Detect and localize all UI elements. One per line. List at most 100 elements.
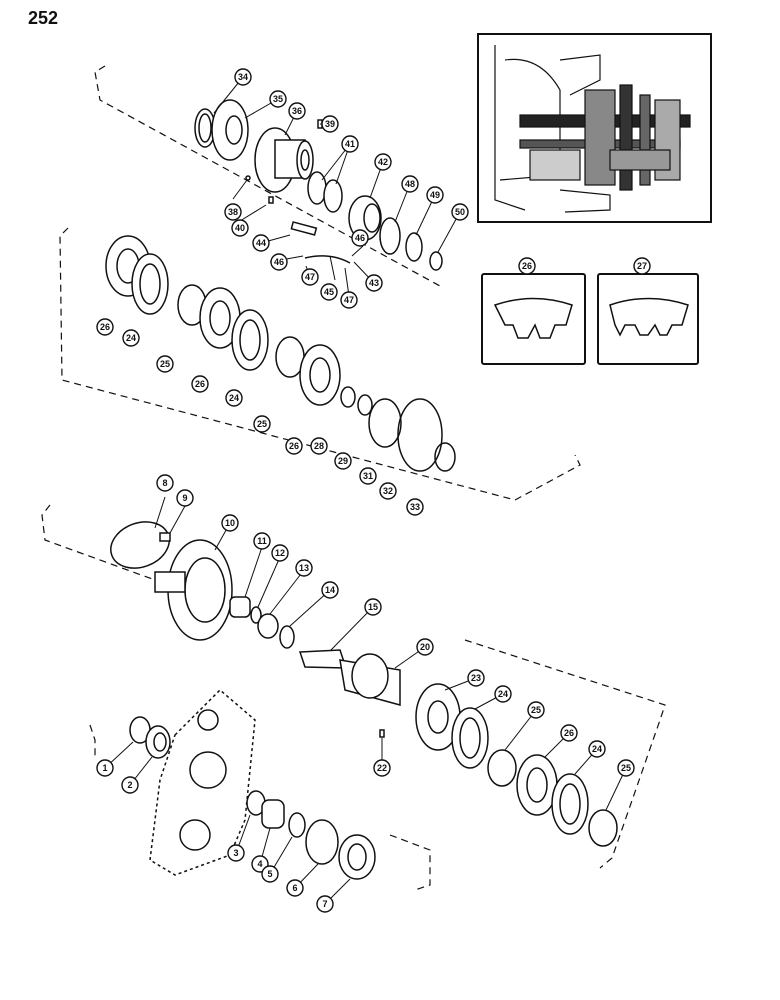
callout-43: 43 [365,274,383,292]
svg-text:29: 29 [338,456,348,466]
spring-25d [588,809,618,847]
ring-29 [357,394,373,416]
part-35-plate [211,99,249,161]
svg-text:12: 12 [275,548,285,558]
callout-46b: 46 [351,229,369,247]
callout-47b: 47 [340,291,358,309]
callout-14: 14 [321,581,339,599]
svg-text:28: 28 [314,441,324,451]
shaft-15 [298,649,348,669]
callout-41: 41 [341,135,359,153]
callout-10: 10 [221,514,239,532]
page-number: 252 [28,8,59,28]
callout-46a: 46 [270,253,288,271]
callout-5: 5 [261,865,279,883]
disc-26d [516,754,558,816]
callout-6: 6 [286,879,304,897]
callout-35: 35 [269,90,287,108]
part-45-tube [304,255,351,264]
callout-25c: 25 [527,701,545,719]
callout-38: 38 [224,203,242,221]
clutch-disc-26c [299,344,341,406]
callout-44: 44 [252,234,270,252]
callout-40: 40 [231,219,249,237]
svg-text:43: 43 [369,278,379,288]
svg-text:38: 38 [228,207,238,217]
svg-text:14: 14 [325,585,335,595]
svg-text:8: 8 [162,478,167,488]
part-40-key [268,196,274,204]
svg-text:32: 32 [383,486,393,496]
callout-26d: 26 [560,724,578,742]
callout-32: 32 [379,482,397,500]
drum-10 [154,539,233,641]
svg-text:5: 5 [267,869,272,879]
svg-text:24: 24 [229,393,239,403]
svg-text:46: 46 [355,233,365,243]
svg-text:26: 26 [564,728,574,738]
callout-39: 39 [321,115,339,133]
svg-text:47: 47 [344,295,354,305]
plate-24c [451,707,489,769]
plate-24d [551,773,589,835]
callout-26c: 26 [285,437,303,455]
callout-8: 8 [156,474,174,492]
svg-text:25: 25 [531,705,541,715]
callout-26a: 26 [96,318,114,336]
svg-text:25: 25 [160,359,170,369]
svg-text:40: 40 [235,223,245,233]
callout-25b: 25 [253,415,271,433]
svg-text:1: 1 [102,763,107,773]
bearing-2 [145,725,171,759]
callout-24d: 24 [588,740,606,758]
callout-28: 28 [310,437,328,455]
bearing-7 [338,834,376,880]
svg-text:47: 47 [305,272,315,282]
svg-text:46: 46 [274,257,284,267]
gear-shaft-20 [339,653,401,706]
bearing-13 [257,613,279,639]
spring-31 [368,398,402,448]
callout-24b: 24 [225,389,243,407]
svg-text:2: 2 [127,780,132,790]
inset-label-27: 27 [633,257,651,275]
key-22 [379,729,385,738]
callout-42: 42 [374,153,392,171]
svg-text:48: 48 [405,179,415,189]
callout-20: 20 [416,638,434,656]
gear-6 [305,819,339,865]
svg-text:41: 41 [345,139,355,149]
callout-25d: 25 [617,759,635,777]
callout-25a: 25 [156,355,174,373]
ring-12 [250,606,262,624]
callout-2: 2 [121,776,139,794]
callout-33: 33 [406,498,424,516]
clutch-disc-26b [199,287,241,349]
svg-text:25: 25 [621,763,631,773]
callout-36: 36 [288,102,306,120]
group-outline-lower [89,724,96,760]
clutch-plate-24a [131,253,169,315]
svg-text:6: 6 [292,883,297,893]
spring-33 [434,442,456,472]
cutaway-inset [477,33,712,223]
svg-text:44: 44 [256,238,266,248]
callout-1: 1 [96,759,114,777]
svg-text:45: 45 [324,287,334,297]
callout-49: 49 [426,186,444,204]
svg-text:7: 7 [322,899,327,909]
svg-text:3: 3 [233,848,238,858]
svg-text:42: 42 [378,157,388,167]
svg-text:35: 35 [273,94,283,104]
svg-text:20: 20 [420,642,430,652]
bolt-9 [159,532,171,542]
group-outline-right [464,639,666,869]
svg-text:4: 4 [257,859,262,869]
bearing-4 [261,799,285,829]
detail-box-27 [597,273,699,365]
svg-text:27: 27 [637,261,647,271]
clutch-plate-24b [231,309,269,371]
callout-24c: 24 [494,685,512,703]
part-50-ring [429,251,443,271]
callout-48: 48 [401,175,419,193]
